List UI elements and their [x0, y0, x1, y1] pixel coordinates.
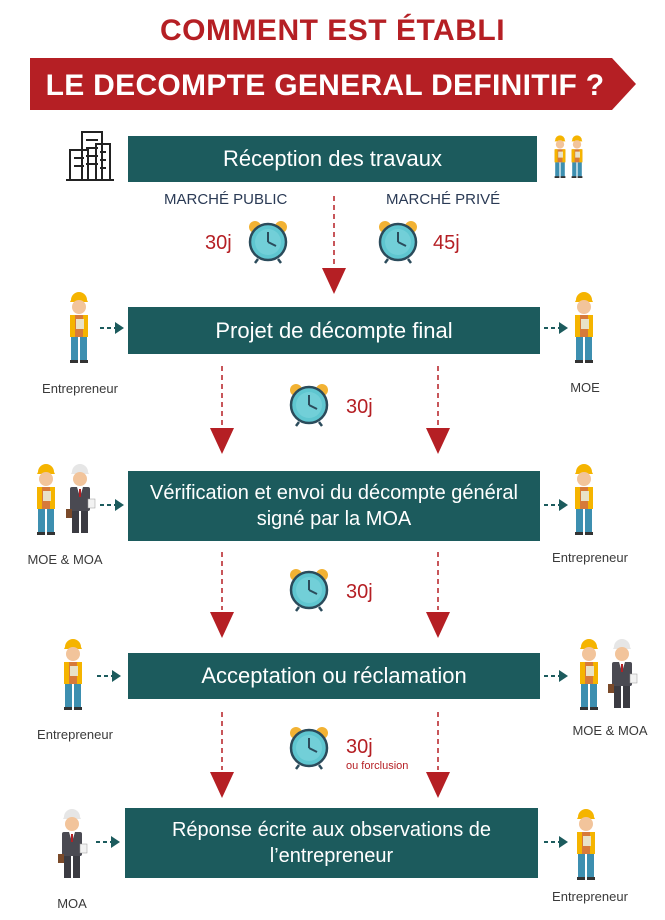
actor-label: MOA	[57, 896, 87, 911]
clock-icon	[247, 219, 289, 265]
worker-icon	[37, 464, 55, 535]
step-verification: Vérification et envoi du décompte généra…	[148, 471, 520, 541]
step-reponse: Réponse écrite aux observations de l’ent…	[145, 808, 518, 878]
delay-step-4-note: ou forclusion	[346, 760, 409, 772]
arrow-down-icon	[426, 428, 450, 454]
page-title: COMMENT EST ÉTABLI	[159, 14, 506, 47]
worker-icon	[64, 639, 82, 710]
dashed-arrow-right-icon	[543, 835, 569, 849]
manager-icon	[57, 808, 88, 879]
market-private-label: MARCHÉ PRIVÉ	[386, 191, 501, 208]
dashed-arrow-right-icon	[95, 835, 121, 849]
arrow-down-icon	[210, 428, 234, 454]
manager-icon	[65, 463, 96, 534]
arrow-down-icon	[210, 612, 234, 638]
manager-icon	[607, 638, 638, 709]
worker-icon	[70, 292, 88, 363]
actor-label: Entrepreneur	[37, 727, 113, 742]
step-acceptation: Acceptation ou réclamation	[128, 653, 540, 699]
arrow-down-icon	[426, 612, 450, 638]
actor-label: Entrepreneur	[552, 550, 628, 565]
banner-title: LE DECOMPTE GENERAL DEFINITIF ?	[45, 69, 605, 102]
market-public-delay: 30j	[205, 232, 232, 254]
dashed-arrow-right-icon	[96, 669, 122, 683]
clock-icon	[288, 725, 330, 771]
arrow-down-icon	[426, 772, 450, 798]
delay-step-3: 30j	[346, 581, 373, 603]
dashed-arrow-right-icon	[543, 321, 569, 335]
worker-icon	[580, 639, 598, 710]
worker-icon	[577, 809, 595, 880]
delay-step-4: 30j	[346, 736, 373, 758]
clock-icon	[377, 219, 419, 265]
delay-step-2: 30j	[346, 396, 373, 418]
worker-icon	[575, 292, 593, 363]
dashed-arrow-right-icon	[99, 498, 125, 512]
clock-icon	[288, 382, 330, 428]
dashed-arrow-right-icon	[543, 669, 569, 683]
workers-icon	[554, 135, 583, 178]
step-reception: Réception des travaux	[128, 136, 537, 182]
arrow-down-icon	[210, 772, 234, 798]
actor-label: MOE	[570, 380, 600, 395]
title-banner	[30, 58, 636, 110]
worker-icon	[575, 464, 593, 535]
market-private-delay: 45j	[433, 232, 460, 254]
arrow-down-icon	[322, 268, 346, 294]
dashed-arrow-right-icon	[543, 498, 569, 512]
clock-icon	[288, 567, 330, 613]
step-projet-decompte: Projet de décompte final	[128, 307, 540, 354]
market-public-label: MARCHÉ PUBLIC	[164, 191, 288, 208]
actor-label: Entrepreneur	[42, 381, 118, 396]
dashed-arrow-right-icon	[99, 321, 125, 335]
building-icon	[66, 131, 114, 181]
actor-label: MOE & MOA	[572, 723, 648, 738]
actor-label: MOE & MOA	[27, 552, 103, 567]
actor-label: Entrepreneur	[552, 889, 628, 904]
